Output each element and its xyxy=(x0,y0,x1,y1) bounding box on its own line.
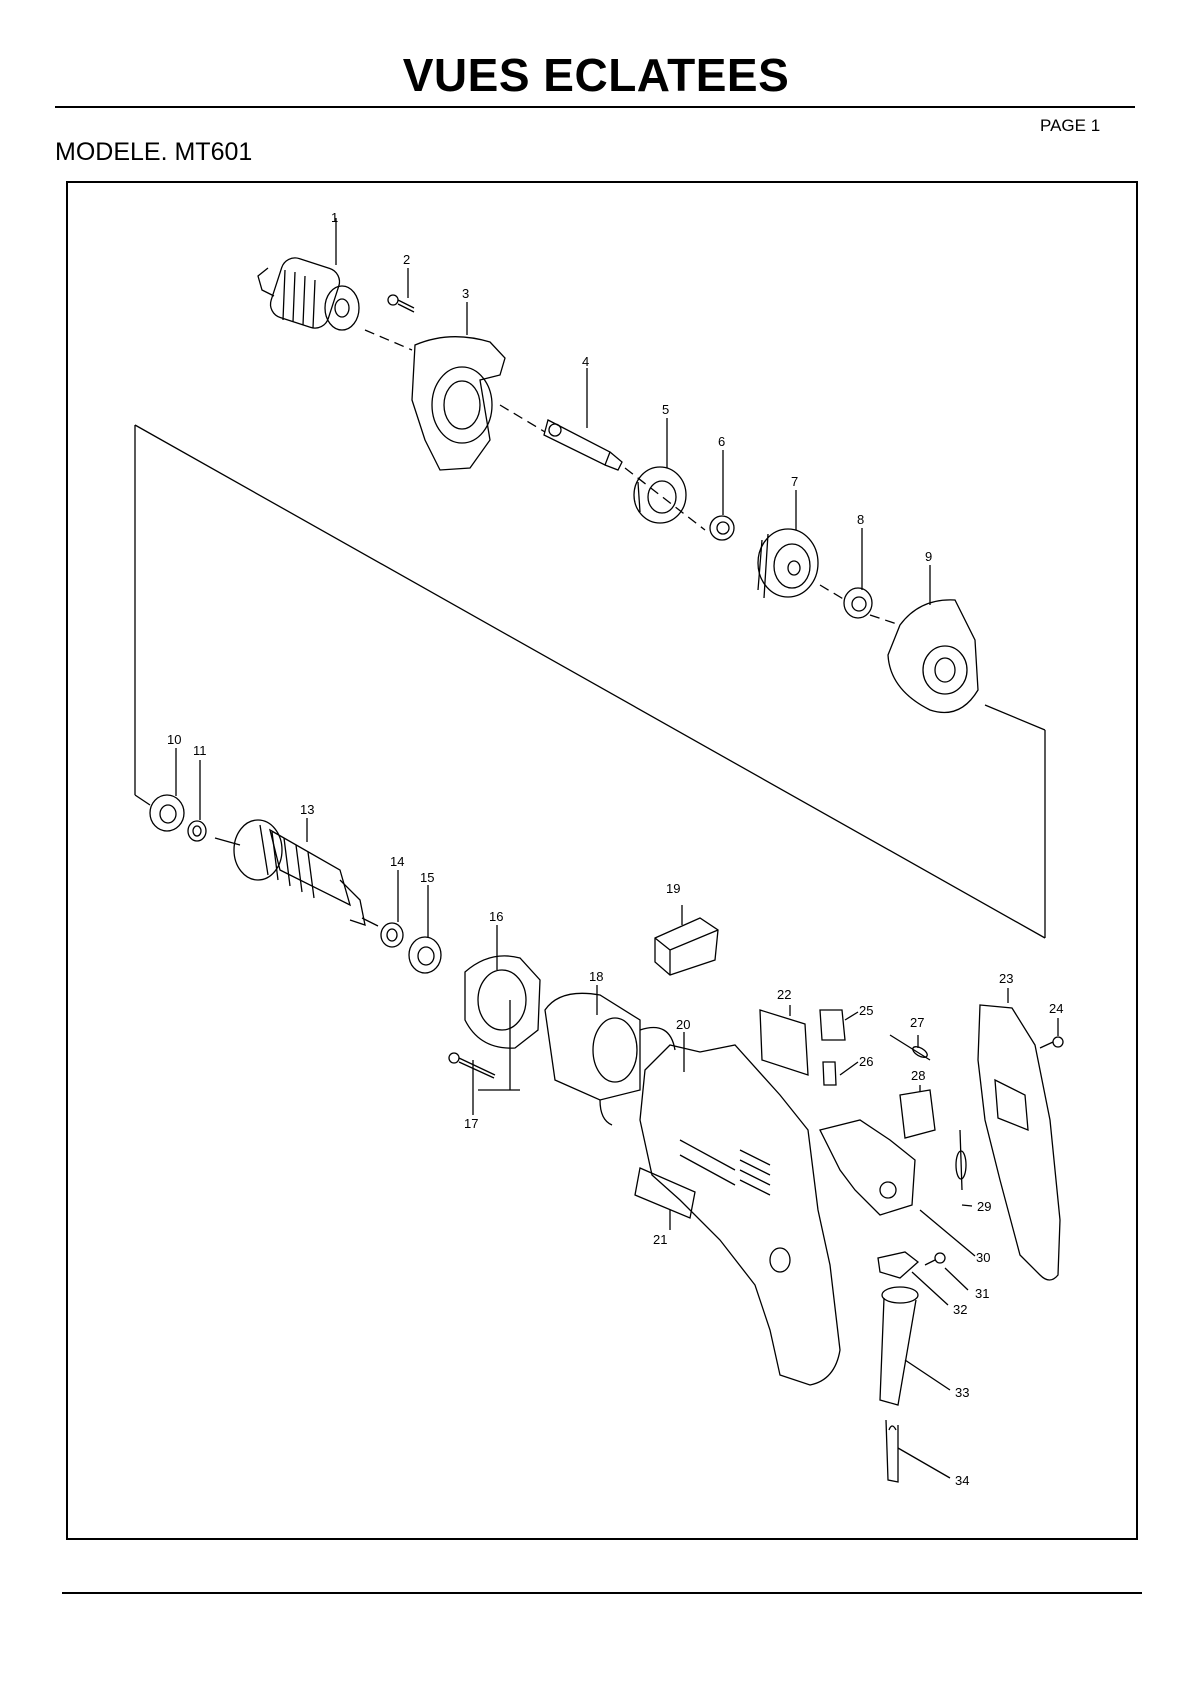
callout-labels: 1 2 3 4 5 6 7 8 9 10 11 13 14 15 16 17 1… xyxy=(167,210,1063,1488)
part-screw-long xyxy=(448,1052,496,1079)
callout-16: 16 xyxy=(489,909,503,924)
part-spindle xyxy=(543,419,623,471)
part-name-label xyxy=(634,1167,696,1219)
footer-rule xyxy=(62,1592,1142,1594)
callout-22: 22 xyxy=(777,987,791,1002)
callout-13: 13 xyxy=(300,802,314,817)
part-bearing-armature xyxy=(408,936,442,974)
part-gear xyxy=(757,528,819,599)
page-title: VUES ECLATEES xyxy=(402,49,790,101)
part-bearing-small xyxy=(843,587,873,619)
part-baffle-plate xyxy=(464,955,541,1049)
callout-28: 28 xyxy=(911,1068,925,1083)
part-screw-small xyxy=(387,294,415,313)
part-brush-cover xyxy=(654,917,719,976)
part-washer-armature xyxy=(380,922,404,948)
callout-7: 7 xyxy=(791,474,798,489)
diagram-frame xyxy=(66,181,1138,1540)
callout-27: 27 xyxy=(910,1015,924,1030)
part-washer-small xyxy=(187,820,207,842)
part-retainer-plate xyxy=(887,599,979,714)
part-bearing-rear xyxy=(149,794,185,832)
part-switch xyxy=(819,1119,916,1216)
part-cord-guard xyxy=(879,1286,919,1406)
title-rule xyxy=(55,106,1135,108)
part-power-cord xyxy=(885,1419,899,1483)
callout-6: 6 xyxy=(718,434,725,449)
part-gear-housing xyxy=(411,336,506,471)
part-strain-relief xyxy=(877,1251,920,1279)
callout-18: 18 xyxy=(589,969,603,984)
callout-33: 33 xyxy=(955,1385,969,1400)
part-carbon-brush xyxy=(822,1061,837,1086)
callout-1: 1 xyxy=(331,210,338,225)
part-screw-cord-guard xyxy=(924,1252,946,1266)
callout-23: 23 xyxy=(999,971,1013,986)
callout-24: 24 xyxy=(1049,1001,1063,1016)
callout-8: 8 xyxy=(857,512,864,527)
callout-25: 25 xyxy=(859,1003,873,1018)
part-handle-cover xyxy=(977,1004,1061,1281)
part-motor-housing xyxy=(639,1044,841,1386)
part-label-small xyxy=(759,1009,809,1076)
model-label: MODELE. MT601 xyxy=(55,138,253,166)
callout-17: 17 xyxy=(464,1116,478,1131)
callout-10: 10 xyxy=(167,732,181,747)
part-screw-handle xyxy=(1039,1036,1064,1049)
part-brush-holder xyxy=(819,1009,846,1041)
part-bearing-large xyxy=(633,466,687,524)
callout-32: 32 xyxy=(953,1302,967,1317)
callout-14: 14 xyxy=(390,854,404,869)
callout-5: 5 xyxy=(662,402,669,417)
callout-9: 9 xyxy=(925,549,932,564)
callout-26: 26 xyxy=(859,1054,873,1069)
callout-4: 4 xyxy=(582,354,589,369)
part-controller xyxy=(899,1089,936,1139)
callout-15: 15 xyxy=(420,870,434,885)
callout-20: 20 xyxy=(676,1017,690,1032)
callout-21: 21 xyxy=(653,1232,667,1247)
part-capacitor xyxy=(889,1034,931,1061)
page-number: PAGE 1 xyxy=(1040,116,1101,135)
callout-19: 19 xyxy=(666,881,680,896)
part-chuck xyxy=(257,257,360,331)
part-armature xyxy=(214,819,379,927)
callout-11: 11 xyxy=(193,743,207,758)
callout-2: 2 xyxy=(403,252,410,267)
callout-29: 29 xyxy=(977,1199,991,1214)
callout-34: 34 xyxy=(955,1473,969,1488)
callout-30: 30 xyxy=(976,1250,990,1265)
callout-3: 3 xyxy=(462,286,469,301)
part-washer xyxy=(709,515,735,541)
part-noise-suppressor xyxy=(955,1129,967,1191)
callout-31: 31 xyxy=(975,1286,989,1301)
